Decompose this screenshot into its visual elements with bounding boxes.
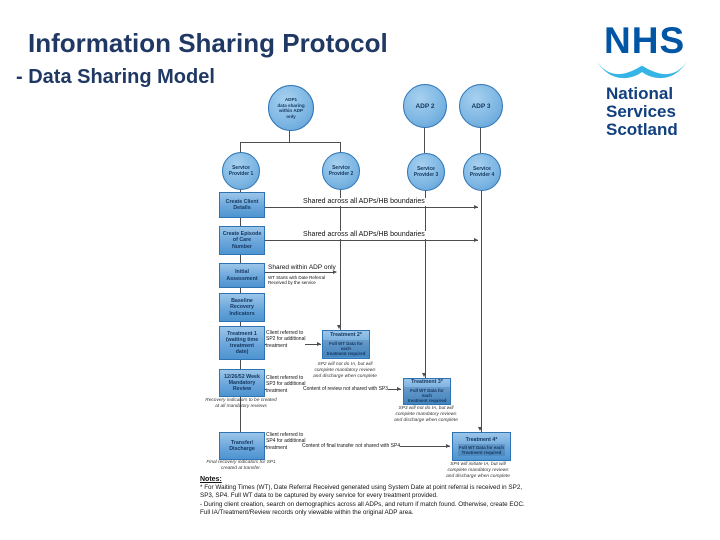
adp3-circle: ADP 3	[459, 84, 503, 128]
arrow-right-icon	[333, 269, 337, 274]
line-shared-1	[262, 207, 478, 208]
notes-heading: Notes:	[200, 476, 222, 483]
line-sp2-column	[340, 188, 341, 330]
treatment-2-box: Treatment 2* Full WT Data for each treat…	[322, 330, 370, 359]
nhs-logo: NHS National Services Scotland	[596, 22, 696, 139]
arrow-right-icon	[446, 443, 450, 448]
line-sp4-column	[481, 189, 482, 432]
wt-starts-label: WT Starts with Date Referral Received by…	[267, 275, 327, 286]
transfer-note: Final recovery indicators for SP1 create…	[206, 460, 276, 471]
treatment-2-title: Treatment 2*	[330, 332, 362, 339]
nhs-org-text: National Services Scotland	[606, 84, 678, 139]
treatment-4-note: SP4 will initiate IA, but will complete …	[446, 462, 510, 479]
arrow-right-icon	[474, 237, 478, 242]
page-subtitle: - Data Sharing Model	[16, 66, 215, 88]
shared-all-label-2: Shared across all ADPs/HB boundaries	[302, 231, 426, 239]
review-note: Recovery indicators to be created at all…	[205, 398, 277, 409]
treatment-4-box: Treatment 4* Full WT Data for each Treat…	[452, 432, 511, 461]
treatment-1-box: Treatment 1 (waiting time treatment date…	[219, 326, 265, 360]
line-drop-sp1	[240, 142, 241, 153]
line-shared-2	[262, 240, 478, 241]
adp2-circle: ADP 2	[403, 84, 447, 128]
arrow-down-icon	[478, 427, 482, 431]
adp1-circle: ADP1 data sharing within ADP only	[268, 85, 314, 131]
arrow-right-icon	[317, 341, 321, 346]
arrow-right-icon	[397, 386, 401, 391]
initial-assessment-box: Initial Assessment	[219, 263, 265, 288]
treatment-3-note: SP3 will not do IA, but will complete ma…	[394, 406, 458, 423]
create-client-details-box: Create Client Details	[219, 192, 265, 218]
service-provider-1-circle: Service Provider 1	[222, 152, 260, 190]
nhs-logo-text: NHS	[604, 20, 686, 61]
arrow-down-icon	[422, 373, 426, 377]
treatment-3-subtext: Full WT Data for each treatment required	[404, 386, 450, 404]
transfer-discharge-box: Transfer/ Discharge	[219, 432, 265, 460]
line-shared-adp-only	[262, 272, 334, 273]
content-review-label: Content of review not shared with SP3	[303, 386, 389, 393]
mandatory-review-box: 12/26/52 Week Mandatory Review	[219, 369, 265, 397]
treatment-3-box: Treatment 3* Full WT Data for each treat…	[403, 378, 451, 405]
line-adp1-branch	[240, 142, 340, 143]
treatment-2-subtext: Full WT Data for each treatment required	[323, 339, 369, 357]
arrow-down-icon	[337, 325, 341, 329]
treatment-4-subtext: Full WT Data for each Treatment required	[458, 444, 505, 457]
content-transfer-label: Content of final transfer not shared wit…	[302, 443, 401, 450]
line-drop-sp2	[340, 142, 341, 153]
line-adp3-sp4	[480, 126, 481, 153]
line-adp1-stem	[289, 129, 290, 142]
notes-line-1: * For Waiting Times (WT), Date Referral …	[200, 484, 523, 499]
service-provider-3-circle: Service Provider 3	[407, 153, 445, 191]
treatment-2-note: SP2 will not do IA, but will complete ma…	[313, 362, 377, 379]
page-title: Information Sharing Protocol	[28, 28, 388, 58]
nhs-swoosh-icon	[597, 61, 687, 79]
shared-all-label-1: Shared across all ADPs/HB boundaries	[302, 198, 426, 206]
service-provider-2-circle: Service Provider 2	[322, 152, 360, 190]
create-episode-box: Create Episode of Care Number	[219, 226, 265, 255]
line-adp2-sp3	[424, 126, 425, 153]
service-provider-4-circle: Service Provider 4	[463, 153, 501, 191]
baseline-recovery-box: Baseline Recovery Indicators	[219, 293, 265, 322]
shared-adp-only-label: Shared within ADP only	[267, 264, 337, 272]
notes-block: Notes: * For Waiting Times (WT), Date Re…	[200, 476, 532, 517]
referred-sp3-label: Client referred to SP3 for additional tr…	[266, 375, 306, 394]
referred-sp4-label: Client referred to SP4 for additional tr…	[266, 432, 306, 451]
line-sp3-column	[425, 189, 426, 378]
treatment-3-title: Treatment 3*	[411, 379, 443, 386]
treatment-4-title: Treatment 4*	[465, 436, 498, 443]
referred-sp2-label: Client referred to SP2 for additional tr…	[266, 330, 306, 349]
arrow-right-icon	[474, 204, 478, 209]
notes-line-2: - During client creation, search on demo…	[200, 500, 525, 516]
